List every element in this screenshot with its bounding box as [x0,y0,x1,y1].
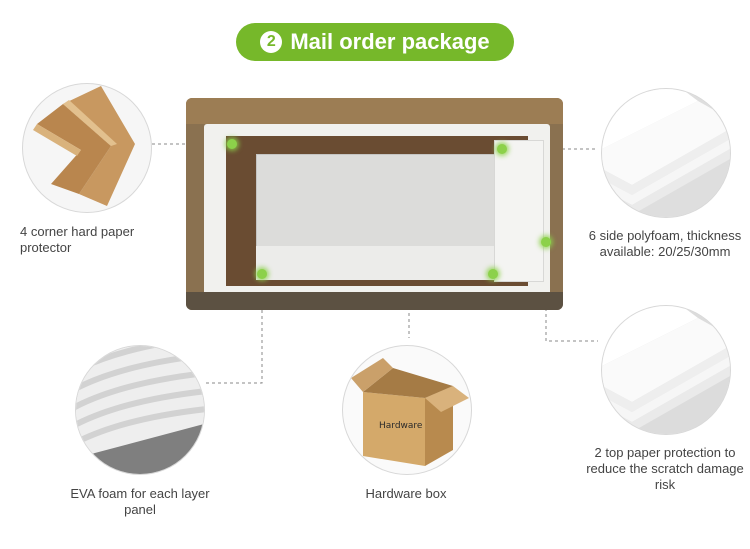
marker-corner-dot [227,139,237,149]
polyfoam-label: 6 side polyfoam, thickness available: 20… [588,228,742,259]
step-number: 2 [260,31,283,53]
eva-foam-label: EVA foam for each layer panel [70,486,210,517]
eva-foam-icon [75,345,205,475]
polyfoam-icon [601,88,731,218]
foam-tray [204,124,550,302]
hardware-box-print: Hardware [379,421,423,431]
corner-protector-frame [226,136,528,286]
connector-eva [205,274,263,384]
paper-protection-icon [601,305,731,435]
hardware-box-icon: Hardware [342,345,472,475]
marker-polyfoam-dot [497,144,507,154]
section-title-badge: 2 Mail order package [236,23,514,61]
marker-eva-dot [257,269,267,279]
paper-protection-label: 2 top paper protection to reduce the scr… [586,445,744,492]
corner-protector-icon [22,83,152,213]
box-front-edge [186,292,563,310]
box-lid [186,98,563,124]
marker-hardware-dot [488,269,498,279]
marker-top-paper-dot [541,237,551,247]
polyfoam-strip [494,140,544,282]
eva-foam-layer [256,246,524,280]
hardware-box-label: Hardware box [365,486,447,501]
section-title: Mail order package [290,29,490,54]
package-photo [186,98,563,310]
corner-protector-label: 4 corner hard paper protector [20,224,135,255]
